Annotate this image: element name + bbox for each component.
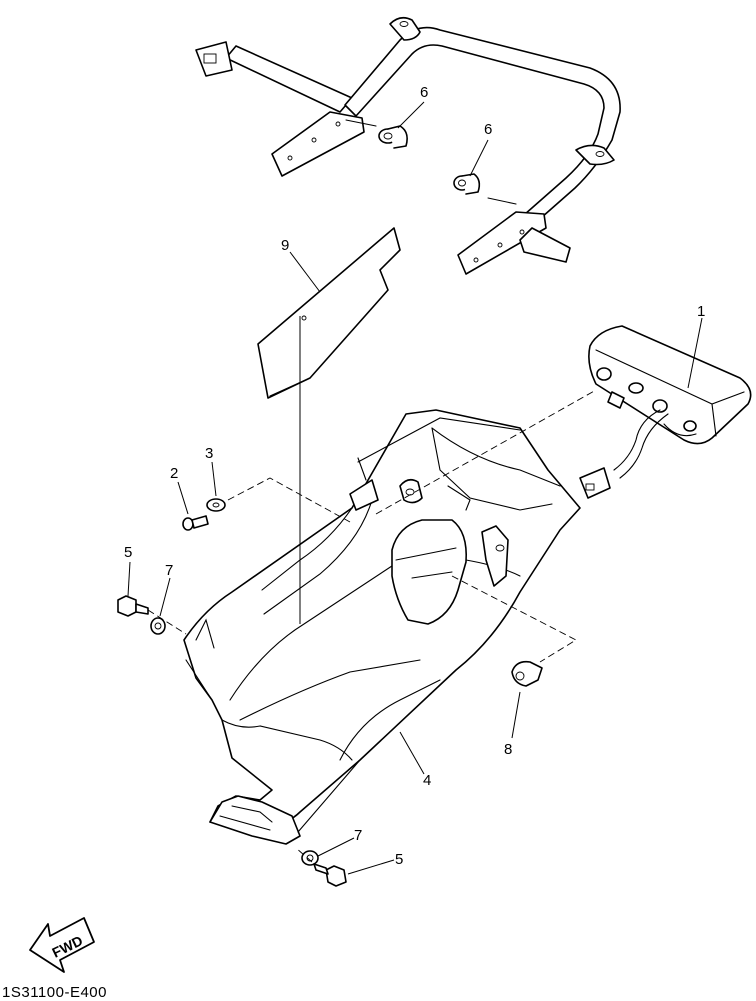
diagram-code: 1S31100-E400 — [2, 984, 107, 1001]
damper-right — [453, 173, 481, 195]
callout-4: 4 — [423, 772, 431, 789]
callout-5-upper: 5 — [124, 544, 132, 561]
callout-9: 9 — [281, 237, 289, 254]
callout-3: 3 — [205, 445, 213, 462]
grab-bar — [195, 16, 621, 275]
callout-7-upper: 7 — [165, 562, 173, 579]
tail-light — [579, 325, 752, 499]
collar-7-upper — [150, 617, 166, 635]
callout-1: 1 — [697, 303, 705, 320]
collar-7-lower — [301, 850, 319, 866]
bolt-5-upper — [117, 595, 149, 617]
fwd-arrow-icon: FWD — [29, 917, 95, 973]
callout-5-lower: 5 — [395, 851, 403, 868]
rear-fender — [183, 409, 581, 845]
clip-8 — [511, 660, 543, 687]
assembly-lines — [147, 316, 597, 863]
callout-2: 2 — [170, 465, 178, 482]
callout-labels: 1 2 3 4 5 5 6 6 7 7 8 9 — [124, 84, 705, 868]
callout-6-left: 6 — [420, 84, 428, 101]
callout-8: 8 — [504, 741, 512, 758]
plate-9 — [257, 227, 401, 399]
callout-6-right: 6 — [484, 121, 492, 138]
washer-3 — [206, 498, 226, 512]
bolt-5-lower — [313, 863, 347, 887]
callout-leaders — [127, 101, 703, 875]
callout-7-lower: 7 — [354, 827, 362, 844]
damper-left — [378, 125, 408, 149]
bolt-2 — [182, 515, 209, 531]
